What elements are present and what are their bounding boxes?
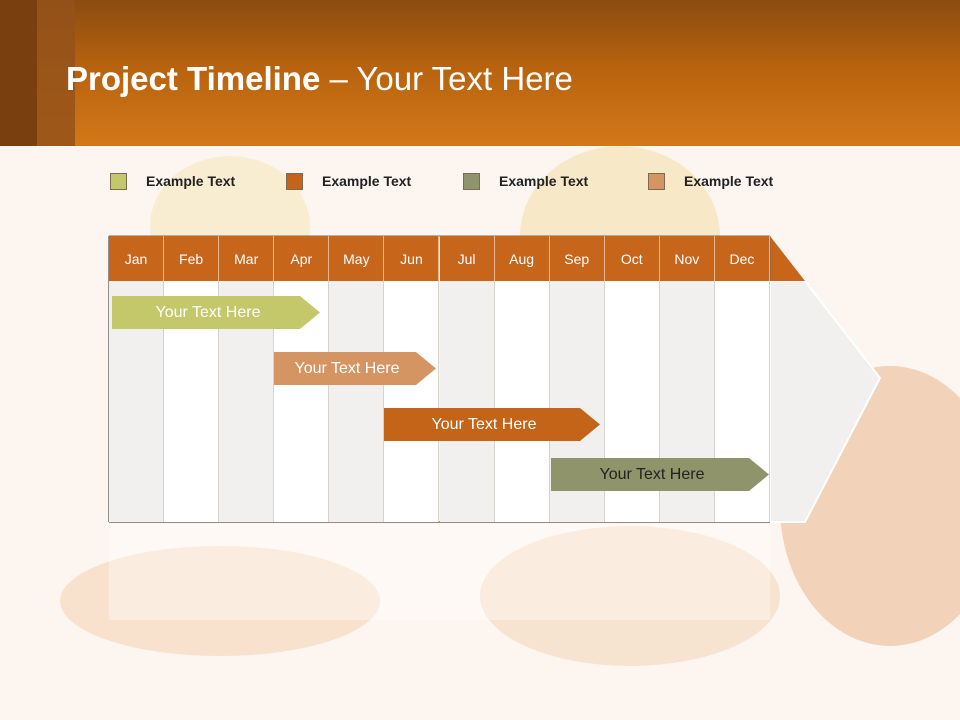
task-label: Your Text Here <box>431 415 537 433</box>
month-column <box>439 281 495 522</box>
month-label-mar: Mar <box>219 236 275 281</box>
task-label: Your Text Here <box>294 359 400 377</box>
month-label-aug: Aug <box>494 236 550 281</box>
legend-swatch <box>648 172 665 190</box>
header-accent-bar <box>0 0 37 146</box>
month-label-sep: Sep <box>549 236 605 281</box>
month-label-nov: Nov <box>659 236 715 281</box>
title-bold: Project Timeline <box>66 60 321 97</box>
task-bar[interactable]: Your Text Here <box>274 352 436 385</box>
month-label-dec: Dec <box>714 236 770 281</box>
task-bar[interactable]: Your Text Here <box>384 408 600 441</box>
task-bar[interactable]: Your Text Here <box>112 296 320 329</box>
month-label-oct: Oct <box>604 236 660 281</box>
month-label-may: May <box>329 236 385 281</box>
slide-title: Project Timeline – Your Text Here <box>66 60 573 98</box>
legend-item: Example Text <box>286 171 411 191</box>
month-label-apr: Apr <box>274 236 330 281</box>
month-column <box>384 281 440 522</box>
slide-header: Project Timeline – Your Text Here <box>0 0 960 146</box>
month-label-feb: Feb <box>164 236 220 281</box>
month-column <box>494 281 550 522</box>
task-bar[interactable]: Your Text Here <box>551 458 769 491</box>
legend-swatch <box>286 172 303 190</box>
title-rest: – Your Text Here <box>320 60 573 97</box>
month-label-jan: Jan <box>109 236 165 281</box>
legend-item: Example Text <box>648 171 773 191</box>
legend-item: Example Text <box>110 171 235 191</box>
legend-swatch <box>110 172 127 190</box>
month-column <box>329 281 385 522</box>
legend-label: Example Text <box>322 173 412 189</box>
legend-item: Example Text <box>463 171 588 191</box>
legend-label: Example Text <box>684 173 774 189</box>
legend-label: Example Text <box>499 173 589 189</box>
task-label: Your Text Here <box>155 303 261 321</box>
legend-label: Example Text <box>146 173 236 189</box>
header-accent-bar <box>37 0 75 146</box>
month-label-jul: Jul <box>439 236 495 281</box>
legend-swatch <box>463 172 480 190</box>
month-label-jun: Jun <box>384 236 440 281</box>
task-label: Your Text Here <box>599 465 705 483</box>
